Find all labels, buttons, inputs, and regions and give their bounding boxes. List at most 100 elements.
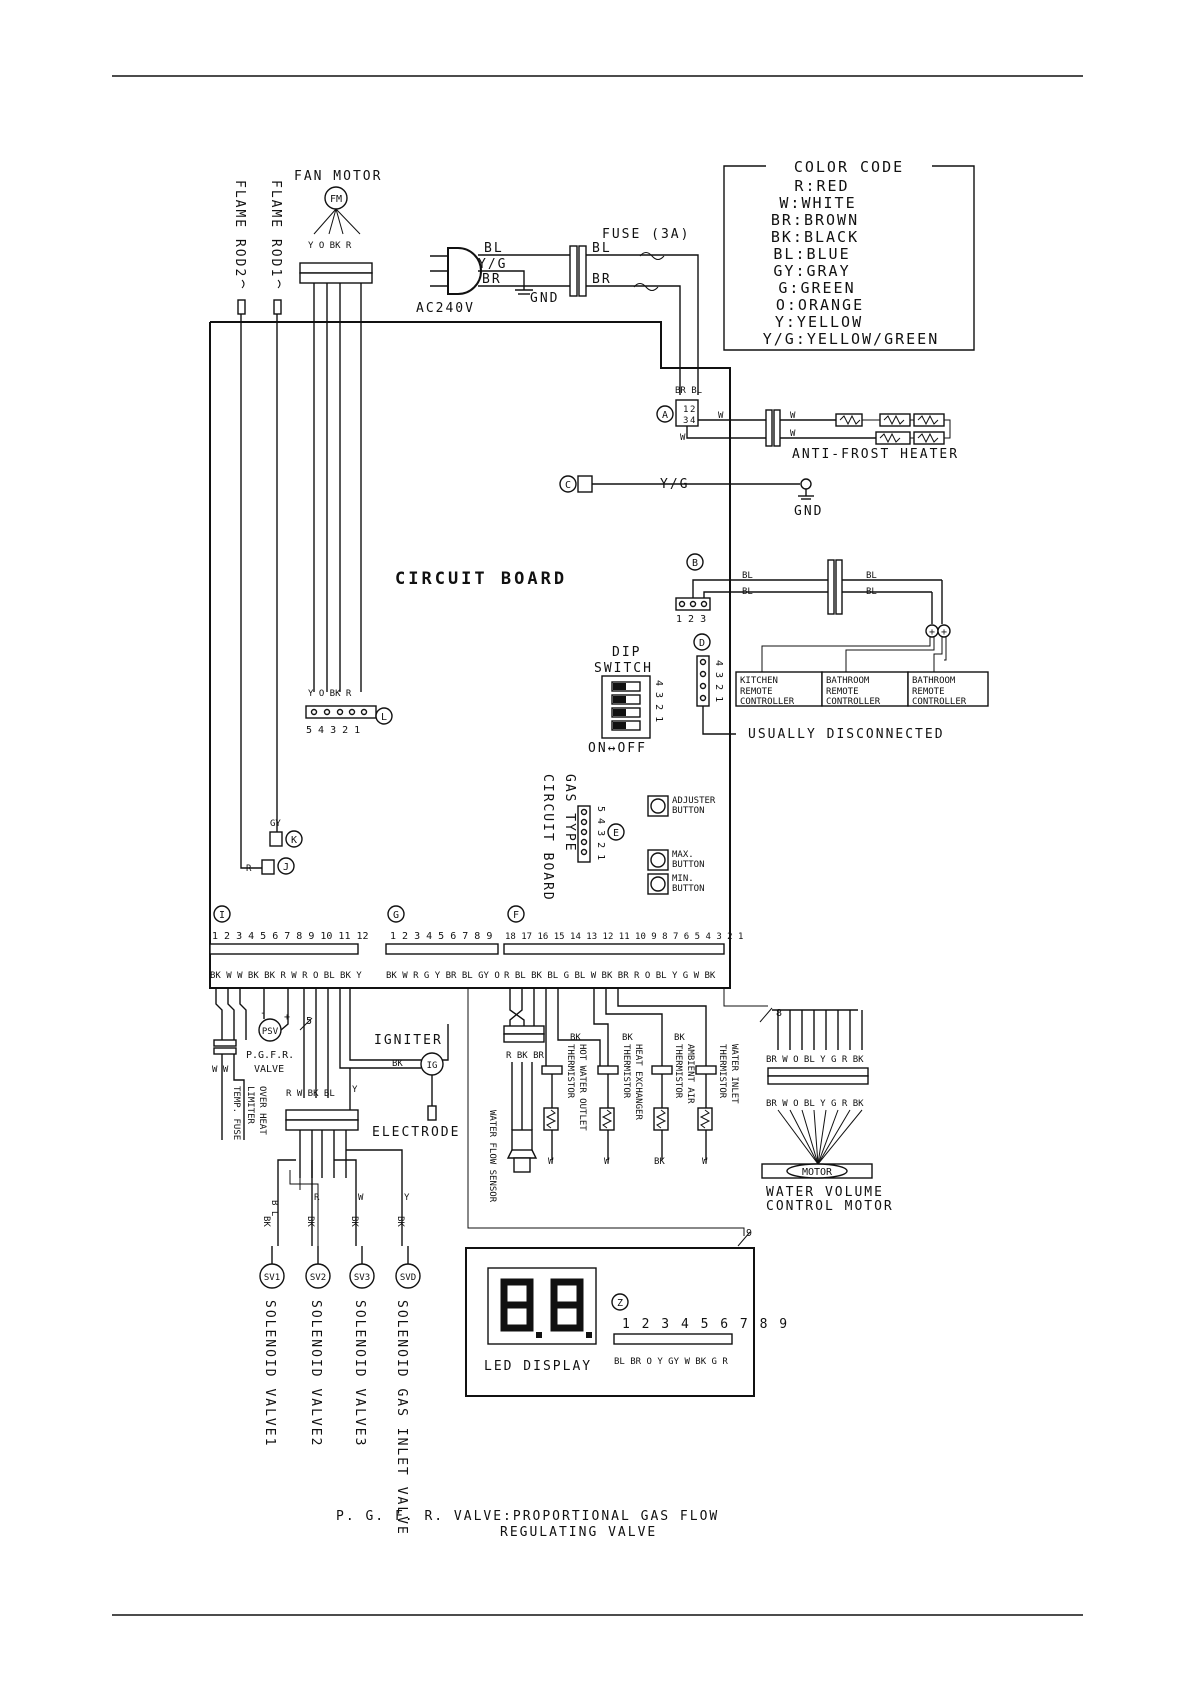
connector-g: G 1 2 3 4 5 6 7 8 9 BK W R G Y BR BL GY …	[385, 905, 500, 981]
color-code-legend: COLOR CODE R:RED W:WHITE BR:BROWN BK:BLA…	[723, 158, 975, 351]
footnote-line2: REGULATING VALVE	[500, 1525, 657, 1540]
hot-water-bk: BK	[570, 1033, 581, 1043]
connector-d: D 4 3 2 1 USUALLY DISCONNECTED	[693, 633, 943, 742]
connector-j-tag: J	[283, 862, 289, 873]
connector-b-wire2: BL	[742, 587, 753, 597]
bathroom-controller-1b: REMOTE	[826, 687, 859, 697]
lower-left-wiring: W W TEMP. FUSE LIMITER OVER HEAT PSV - +…	[212, 988, 449, 1246]
adjuster-button-2: BUTTON	[672, 806, 705, 816]
ambient-bk: BK	[674, 1033, 685, 1043]
sv3-icon: SV3	[354, 1273, 370, 1283]
color-code-entry: R:RED	[794, 177, 849, 195]
wire-bl: BL	[484, 241, 504, 256]
gas-type: GAS TYPE CIRCUIT BOARD 5 4 3 2 1 E	[540, 774, 625, 902]
connector-i-tag: I	[219, 910, 225, 921]
connector-i-wires: BK W W BK BK R W R O BL BK Y	[210, 971, 362, 981]
psv-icon: PSV	[262, 1027, 279, 1037]
connector-b-wire4: BL	[866, 587, 877, 597]
wire-br: BR	[482, 272, 502, 287]
bathroom-controller-1: BATHROOM	[826, 676, 870, 686]
connector-b-wire3: BL	[866, 571, 877, 581]
kitchen-controller: KITCHEN	[740, 676, 778, 686]
connector-k-gy: GY	[270, 819, 281, 829]
connector-k-tag: K	[291, 835, 297, 846]
connector-c-tag: C	[565, 480, 571, 491]
solenoid-valve3: SOLENOID VALVE3	[352, 1300, 367, 1447]
connector-l-pins: 5 4 3 2 1	[306, 725, 360, 736]
color-code-entry: BR:BROWN	[771, 211, 859, 229]
connector-g-pins: 1 2 3 4 5 6 7 8 9	[390, 931, 492, 942]
heat-exch-w: W	[604, 1157, 610, 1167]
connector-l-wires: Y O BK R	[308, 689, 352, 699]
heat-exchanger: HEAT EXCHANGER	[633, 1044, 643, 1120]
fan-motor: FAN MOTOR FM Y O BK R	[294, 169, 382, 692]
sv2-icon: SV2	[310, 1273, 326, 1283]
flame-rod2-label: FLAME ROD2	[232, 180, 247, 278]
rwbkbl-label: R W BK BL	[286, 1089, 335, 1099]
connector-a: BR BL A 1 2 3 4 W W W W ANTI-FROST HEATE…	[656, 386, 959, 462]
color-code-entry: G:GREEN	[778, 279, 855, 297]
over-heat: OVER HEAT	[257, 1086, 267, 1135]
svd-bk: BK	[395, 1216, 405, 1227]
igniter-label: IGNITER	[374, 1033, 443, 1048]
motor-wires-top: BR W O BL Y G R BK	[766, 1055, 864, 1065]
water-volume-motor: 8 BR W O BL Y G R BK BR W O BL Y G R BK …	[723, 988, 892, 1214]
igniter-icon: IG	[427, 1061, 438, 1071]
color-code-title: COLOR CODE	[794, 158, 904, 176]
water-inlet-w: W	[702, 1157, 708, 1167]
svg-text:3: 3	[683, 416, 688, 426]
limiter: LIMITER	[245, 1086, 255, 1125]
sv1-icon: SV1	[264, 1273, 280, 1283]
on-off-label: ON↔OFF	[588, 741, 647, 756]
svg-text:1: 1	[683, 405, 688, 415]
circuit-board-label: CIRCUIT BOARD	[395, 569, 567, 589]
connector-a-tag: A	[662, 410, 668, 421]
ww-label: W W	[212, 1065, 229, 1075]
connector-e-tag: E	[613, 828, 619, 839]
valve-label: VALVE	[254, 1064, 284, 1075]
sv1-wire: B L	[269, 1200, 279, 1216]
connector-f: F 18 17 16 15 14 13 12 11 10 9 8 7 6 5 4…	[503, 905, 743, 981]
sensors: R BK BR WATER FLOW SENSOR BK W THERMISTO…	[467, 988, 745, 1236]
wire-yg: Y/G	[478, 257, 507, 272]
dip-label: DIP	[612, 645, 641, 660]
sv3-bk: BK	[349, 1216, 359, 1227]
thermistor-hot-water: THERMISTOR	[565, 1044, 575, 1099]
solenoid-gas-inlet-valve: SOLENOID GAS INLET VALVE	[394, 1300, 409, 1536]
bathroom-controller-1c: CONTROLLER	[826, 697, 881, 707]
circuit-board-vertical: CIRCUIT BOARD	[540, 774, 555, 902]
connector-b-wire1: BL	[742, 571, 753, 581]
gnd-label: GND	[530, 291, 559, 306]
connector-l-tag: L	[381, 712, 387, 723]
water-flow-sensor: WATER FLOW SENSOR	[487, 1110, 497, 1203]
electrode-label: ELECTRODE	[372, 1125, 460, 1140]
thermistor-water-inlet: THERMISTOR	[717, 1044, 727, 1099]
sv1-bk: BK	[261, 1216, 271, 1227]
motor-icon: MOTOR	[802, 1167, 833, 1178]
connector-c: C Y/G GND	[559, 475, 821, 519]
hot-water-w: W	[548, 1157, 554, 1167]
kitchen-controller-3: CONTROLLER	[740, 697, 795, 707]
gas-type-label: GAS TYPE	[562, 774, 577, 853]
dip-switch: DIP SWITCH 4 3 2 1 ON↔OFF	[588, 645, 664, 756]
anti-frost-label: ANTI-FROST HEATER	[792, 447, 959, 462]
connector-i: I 1 2 3 4 5 6 7 8 9 10 11 12 BK W W BK B…	[209, 905, 369, 981]
connector-d-tag: D	[699, 638, 705, 649]
max-button-2: BUTTON	[672, 860, 705, 870]
connector-b-tag: B	[692, 558, 698, 569]
footnote-line1: P. G. F. R. VALVE:PROPORTIONAL GAS FLOW	[336, 1509, 719, 1524]
fuse-label: FUSE (3A)	[602, 227, 690, 242]
adjuster-button: ADJUSTER	[672, 796, 716, 806]
svg-text:2: 2	[690, 405, 695, 415]
ambient-air: AMBIENT AIR	[685, 1044, 695, 1104]
fan-motor-label: FAN MOTOR	[294, 169, 382, 184]
connector-i-pins: 1 2 3 4 5 6 7 8 9 10 11 12	[212, 931, 369, 942]
fuse-wire-bl: BL	[592, 241, 612, 256]
connector-z-wires: BL BR O Y GY W BK G R	[614, 1357, 728, 1367]
svg-text:+: +	[929, 627, 935, 638]
connector-d-pins: 4 3 2 1	[713, 660, 724, 702]
connector-f-tag: F	[513, 910, 519, 921]
connector-f-wires: R BL BK BL G BL W BK BR R O BL Y G W BK	[504, 971, 716, 981]
circuit-board: CIRCUIT BOARD	[209, 321, 731, 989]
